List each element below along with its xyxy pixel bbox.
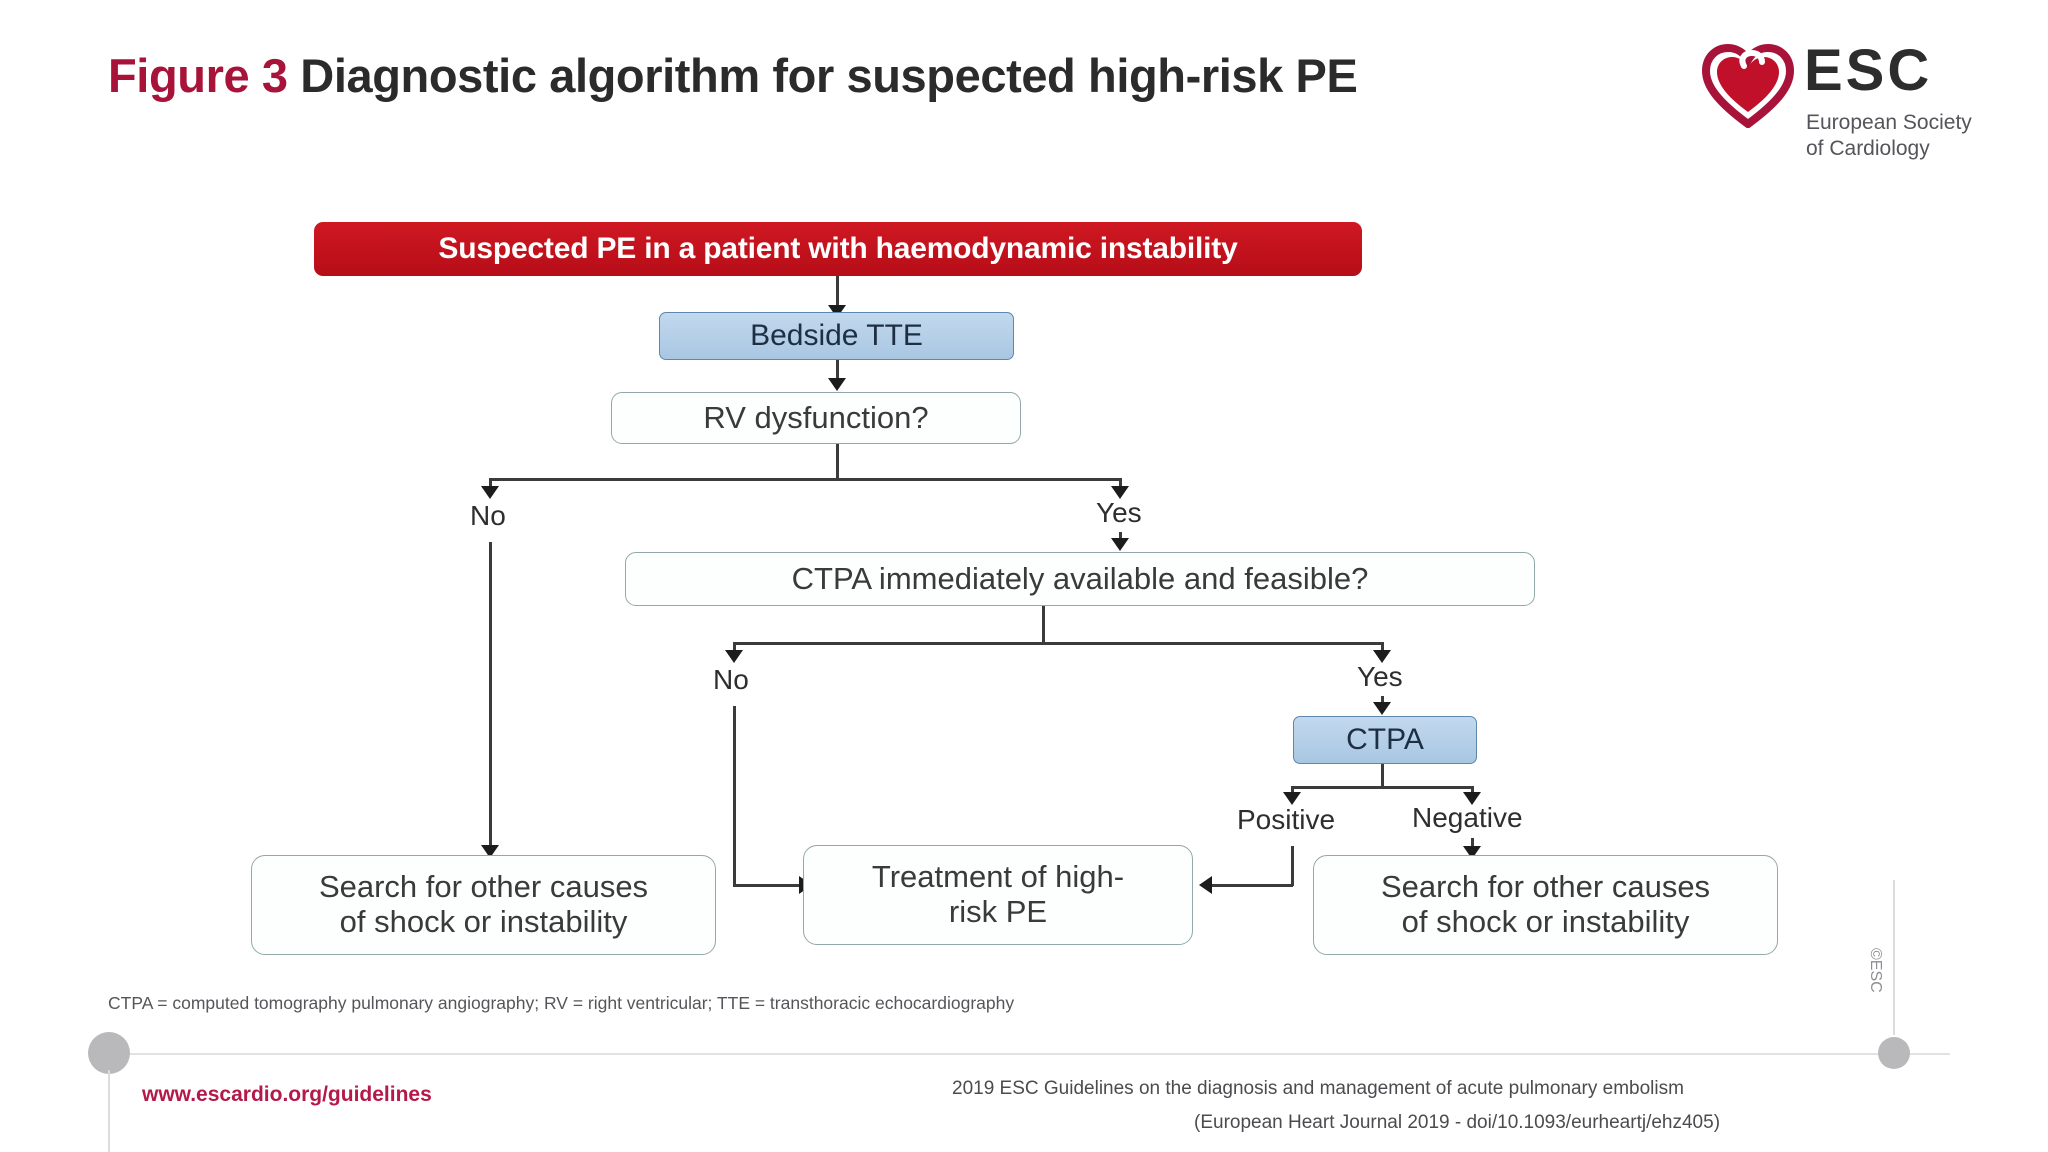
node-bedside-tte[interactable]: Bedside TTE xyxy=(659,312,1014,360)
footer-left-rule xyxy=(108,1070,110,1152)
edge-ctpa-q-stem xyxy=(1042,606,1045,644)
node-treatment-high-risk-pe[interactable]: Treatment of high- risk PE xyxy=(803,845,1193,945)
result-right-line1: Search for other causes xyxy=(1380,869,1711,905)
heart-icon xyxy=(1701,44,1795,128)
escardio-url[interactable]: www.escardio.org/guidelines xyxy=(142,1083,432,1106)
edge-ctpa-yes-drop xyxy=(1381,642,1384,656)
edge-positive-to-treatment xyxy=(1212,884,1293,887)
edge-label-negative: Negative xyxy=(1412,802,1523,833)
node-result-right[interactable]: Search for other causes of shock or inst… xyxy=(1313,855,1778,955)
arrowhead-down xyxy=(481,486,499,499)
esc-logo: ESC European Society of Cardiology xyxy=(1700,40,2030,180)
edge-ctpa-no-to-treatment xyxy=(733,884,803,887)
arrowhead-down xyxy=(1373,702,1391,715)
esc-subtitle-line1: European Society xyxy=(1806,111,1972,134)
edge-rv-no-drop xyxy=(489,478,492,492)
footer-dot-left xyxy=(88,1032,130,1074)
arrowhead-down xyxy=(1463,792,1481,805)
node-suspected-pe[interactable]: Suspected PE in a patient with haemodyna… xyxy=(314,222,1362,276)
result-right-line2: of shock or instability xyxy=(1401,904,1690,939)
edge-rv-yes-drop xyxy=(1119,478,1122,492)
esc-subtitle: European Society of Cardiology xyxy=(1806,110,1972,163)
node-result-left[interactable]: Search for other causes of shock or inst… xyxy=(251,855,716,955)
citation-line1: 2019 ESC Guidelines on the diagnosis and… xyxy=(952,1078,1684,1099)
edge-ctpa-q-split-bar xyxy=(733,642,1383,645)
arrowhead-down xyxy=(1283,792,1301,805)
node-rv-dysfunction[interactable]: RV dysfunction? xyxy=(611,392,1021,444)
citation-line2: (European Heart Journal 2019 - doi/10.10… xyxy=(1194,1112,1721,1133)
edge-label-rv-no: No xyxy=(470,500,506,531)
page-title: Figure 3 Diagnostic algorithm for suspec… xyxy=(108,48,1358,103)
node-ctpa-available[interactable]: CTPA immediately available and feasible? xyxy=(625,552,1535,606)
edge-rv-no-line xyxy=(489,542,492,852)
copyright-esc-mark: ©ESC xyxy=(1867,948,1884,993)
arrowhead-down xyxy=(1111,538,1129,551)
footer-divider xyxy=(88,1053,1950,1055)
treatment-line2: risk PE xyxy=(948,894,1048,929)
edge-start-to-tte xyxy=(836,276,839,310)
edge-label-positive: Positive xyxy=(1237,804,1336,835)
abbreviations-footnote: CTPA = computed tomography pulmonary ang… xyxy=(108,993,1015,1013)
arrowhead-left xyxy=(1199,876,1212,894)
figure-number: Figure 3 xyxy=(108,49,288,102)
edge-label-rv-yes: Yes xyxy=(1096,497,1142,528)
edge-positive-line xyxy=(1291,846,1294,886)
node-ctpa[interactable]: CTPA xyxy=(1293,716,1477,764)
arrowhead-down xyxy=(1111,486,1129,499)
esc-subtitle-line2: of Cardiology xyxy=(1806,137,1930,161)
right-rule xyxy=(1893,880,1895,1035)
edge-ctpa-no-line xyxy=(733,706,736,886)
figure-title-text: Diagnostic algorithm for suspected high-… xyxy=(300,49,1358,102)
esc-acronym: ESC xyxy=(1804,38,1933,103)
edge-rv-split-bar xyxy=(489,478,1121,481)
result-left-line2: of shock or instability xyxy=(339,904,628,939)
footer-dot-right xyxy=(1878,1037,1910,1069)
arrowhead-down xyxy=(1373,650,1391,663)
edge-negative-line xyxy=(1471,838,1474,852)
arrowhead-down xyxy=(725,650,743,663)
edge-tte-to-rv xyxy=(836,360,839,382)
result-left-line1: Search for other causes xyxy=(318,869,649,905)
edge-rv-stem xyxy=(836,444,839,480)
edge-label-ctpa-no: No xyxy=(713,664,749,695)
edge-ctpa-no-drop xyxy=(733,642,736,656)
edge-label-ctpa-yes: Yes xyxy=(1357,661,1403,692)
edge-ctpa-split-bar xyxy=(1291,786,1471,789)
treatment-line1: Treatment of high- xyxy=(871,859,1125,895)
arrowhead-down xyxy=(481,845,499,858)
arrowhead-down xyxy=(828,378,846,391)
edge-ctpa-stem xyxy=(1381,764,1384,788)
